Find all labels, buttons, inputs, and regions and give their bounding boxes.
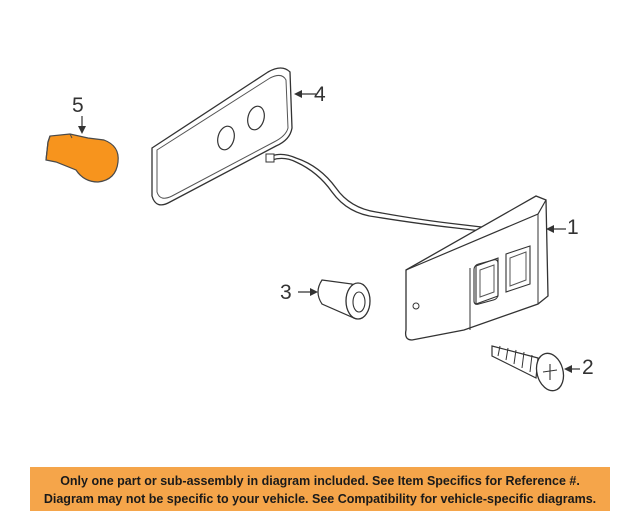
bulb-part-5 bbox=[45, 116, 119, 183]
disclaimer-line-2: Diagram may not be specific to your vehi… bbox=[43, 492, 597, 506]
lens-plate-part-4 bbox=[151, 67, 316, 206]
grommet-part-3 bbox=[298, 279, 371, 320]
lamp-housing-part-1 bbox=[404, 195, 566, 341]
wire-harness bbox=[265, 153, 491, 233]
callout-5: 5 bbox=[72, 94, 84, 117]
disclaimer-banner: Only one part or sub-assembly in diagram… bbox=[30, 467, 610, 511]
disclaimer-line-1: Only one part or sub-assembly in diagram… bbox=[60, 474, 580, 488]
screw-part-2 bbox=[491, 345, 580, 392]
callout-4: 4 bbox=[314, 83, 326, 106]
callout-2: 2 bbox=[582, 356, 594, 379]
callout-1: 1 bbox=[567, 216, 579, 239]
callout-3: 3 bbox=[280, 281, 292, 304]
